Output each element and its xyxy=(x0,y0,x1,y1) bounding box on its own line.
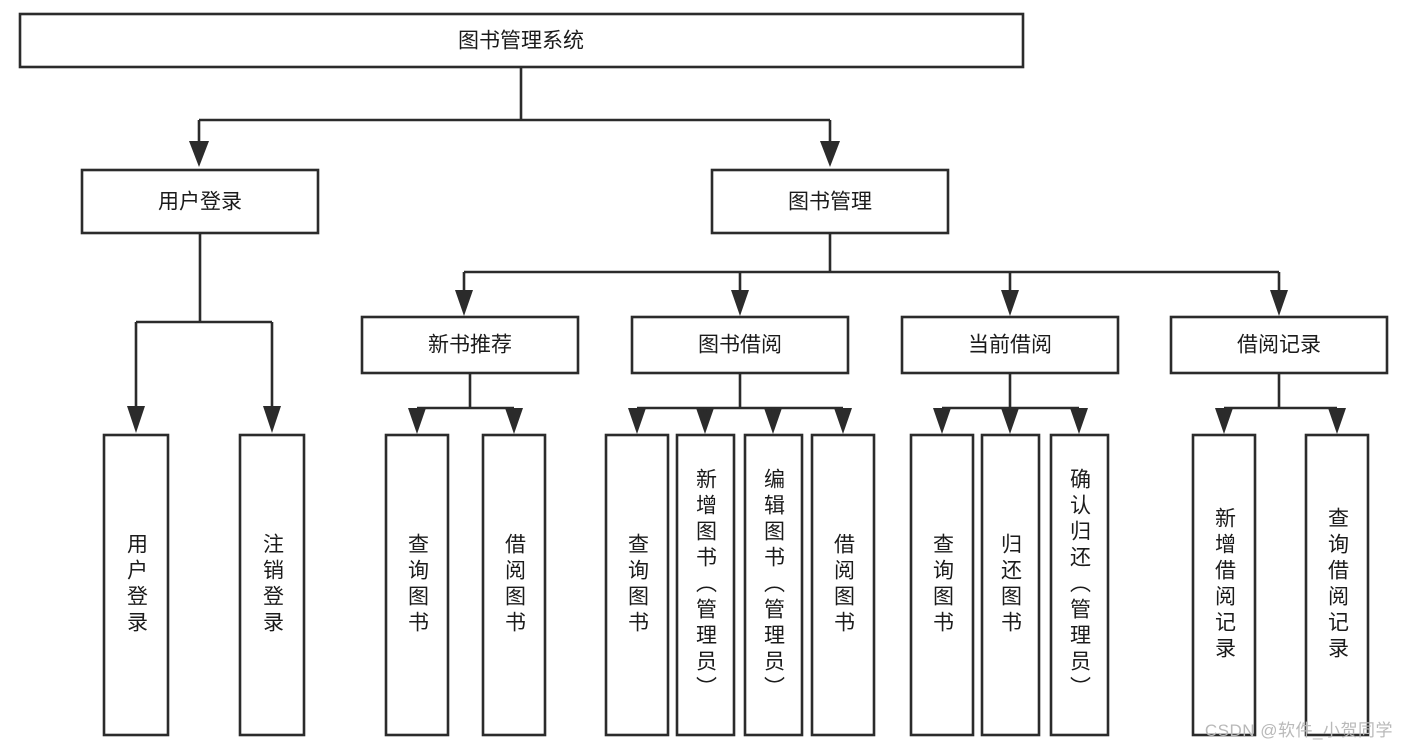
connector-group-borrow-records xyxy=(1215,373,1346,434)
connector-group-current-borrow xyxy=(933,373,1088,434)
node-book-management-label: 图书管理 xyxy=(788,191,872,214)
node-book-management-box xyxy=(710,168,950,235)
leaf-newbook-borrow-book[interactable]: 借阅图书 xyxy=(481,433,547,737)
leaf-records-add[interactable]: 新增借阅记录 xyxy=(1191,433,1257,737)
leaf-current-return-book-box xyxy=(980,433,1041,737)
leaf-current-query-book[interactable]: 查询图书 xyxy=(909,433,975,737)
connector-group-new-book-recommend xyxy=(408,373,523,434)
node-current-borrow-label: 当前借阅 xyxy=(968,334,1052,357)
leaf-borrow-query-book-box xyxy=(604,433,670,737)
node-new-book-recommend[interactable]: 新书推荐 xyxy=(360,315,580,375)
leaf-borrow-lend-book-label: 借阅图书 xyxy=(832,533,856,637)
arrowhead-leaf-newbook-query xyxy=(408,408,426,434)
leaf-borrow-lend-book-box xyxy=(810,433,876,737)
leaf-newbook-borrow-book-box xyxy=(481,433,547,737)
connector-group-book-management xyxy=(455,233,1288,316)
leaf-current-confirm-return-label: 确认归还（管理员） xyxy=(1068,468,1092,702)
leaf-logout-label: 注销登录 xyxy=(261,533,285,637)
leaf-newbook-query-book[interactable]: 查询图书 xyxy=(384,433,450,737)
leaf-current-confirm-return[interactable]: 确认归还（管理员） xyxy=(1049,433,1110,737)
leaf-user-login-box xyxy=(102,433,170,737)
node-current-borrow-box xyxy=(900,315,1120,375)
arrowhead-leaf-user-login xyxy=(127,406,145,433)
leaf-borrow-lend-book[interactable]: 借阅图书 xyxy=(810,433,876,737)
leaf-borrow-add-book-label: 新增图书（管理员） xyxy=(694,468,718,702)
arrowhead-user-login xyxy=(189,141,209,167)
leaf-borrow-edit-book-label: 编辑图书（管理员） xyxy=(762,468,786,702)
node-borrow-records-label: 借阅记录 xyxy=(1237,334,1321,357)
node-current-borrow[interactable]: 当前借阅 xyxy=(900,315,1120,375)
arrowhead-leaf-current-return xyxy=(1001,408,1019,434)
leaf-records-add-label: 新增借阅记录 xyxy=(1213,507,1237,663)
node-borrow-records-box xyxy=(1169,315,1389,375)
node-book-borrow-label: 图书借阅 xyxy=(698,334,782,357)
leaf-borrow-query-book[interactable]: 查询图书 xyxy=(604,433,670,737)
leaf-logout-box xyxy=(238,433,306,737)
leaf-current-return-book-label: 归还图书 xyxy=(999,533,1023,637)
leaf-logout[interactable]: 注销登录 xyxy=(238,433,306,737)
leaf-borrow-add-book-box xyxy=(675,433,736,737)
arrowhead-leaf-current-query xyxy=(933,408,951,434)
arrowhead-leaf-records-add xyxy=(1215,408,1233,434)
leaf-borrow-add-book[interactable]: 新增图书（管理员） xyxy=(675,433,736,737)
leaf-user-login[interactable]: 用户登录 xyxy=(102,433,170,737)
leaf-borrow-query-book-label: 查询图书 xyxy=(626,533,650,637)
arrowhead-book-mgmt xyxy=(820,141,840,167)
leaf-records-query-box xyxy=(1304,433,1370,737)
connector-group-book-borrow xyxy=(628,373,852,434)
arrowhead-book-borrow xyxy=(731,290,749,316)
arrowhead-leaf-borrow-add xyxy=(696,408,714,434)
leaf-records-query[interactable]: 查询借阅记录 xyxy=(1304,433,1370,737)
leaf-borrow-edit-book[interactable]: 编辑图书（管理员） xyxy=(743,433,804,737)
node-root-system[interactable]: 图书管理系统 xyxy=(18,12,1025,69)
connector-group-user-login xyxy=(127,233,281,433)
node-book-borrow-box xyxy=(630,315,850,375)
node-user-login-label: 用户登录 xyxy=(158,191,242,214)
leaf-current-confirm-return-box xyxy=(1049,433,1110,737)
node-book-management[interactable]: 图书管理 xyxy=(710,168,950,235)
arrowhead-leaf-borrow-query xyxy=(628,408,646,434)
leaf-records-add-box xyxy=(1191,433,1257,737)
leaf-newbook-query-book-box xyxy=(384,433,450,737)
arrowhead-leaf-borrow-lend xyxy=(834,408,852,434)
arrowhead-leaf-newbook-borrow xyxy=(505,408,523,434)
arrowhead-new-book-rec xyxy=(455,290,473,316)
leaf-newbook-query-book-label: 查询图书 xyxy=(406,533,430,637)
node-new-book-recommend-label: 新书推荐 xyxy=(428,334,512,357)
node-borrow-records[interactable]: 借阅记录 xyxy=(1169,315,1389,375)
leaf-user-login-label: 用户登录 xyxy=(125,533,149,637)
connector-group-root xyxy=(189,67,840,167)
arrowhead-leaf-borrow-edit xyxy=(764,408,782,434)
arrowhead-leaf-logout xyxy=(263,406,281,433)
node-root-system-box xyxy=(18,12,1025,69)
node-book-borrow[interactable]: 图书借阅 xyxy=(630,315,850,375)
arrowhead-leaf-current-confirm xyxy=(1070,408,1088,434)
arrowhead-current-borrow xyxy=(1001,290,1019,316)
leaf-newbook-borrow-book-label: 借阅图书 xyxy=(503,533,527,637)
leaf-borrow-edit-book-box xyxy=(743,433,804,737)
node-user-login[interactable]: 用户登录 xyxy=(80,168,320,235)
node-new-book-recommend-box xyxy=(360,315,580,375)
leaf-records-query-label: 查询借阅记录 xyxy=(1326,507,1350,663)
leaf-current-return-book[interactable]: 归还图书 xyxy=(980,433,1041,737)
leaf-current-query-book-box xyxy=(909,433,975,737)
leaf-current-query-book-label: 查询图书 xyxy=(931,533,955,637)
arrowhead-leaf-records-query xyxy=(1328,408,1346,434)
node-root-system-label: 图书管理系统 xyxy=(458,30,584,53)
arrowhead-borrow-records xyxy=(1270,290,1288,316)
